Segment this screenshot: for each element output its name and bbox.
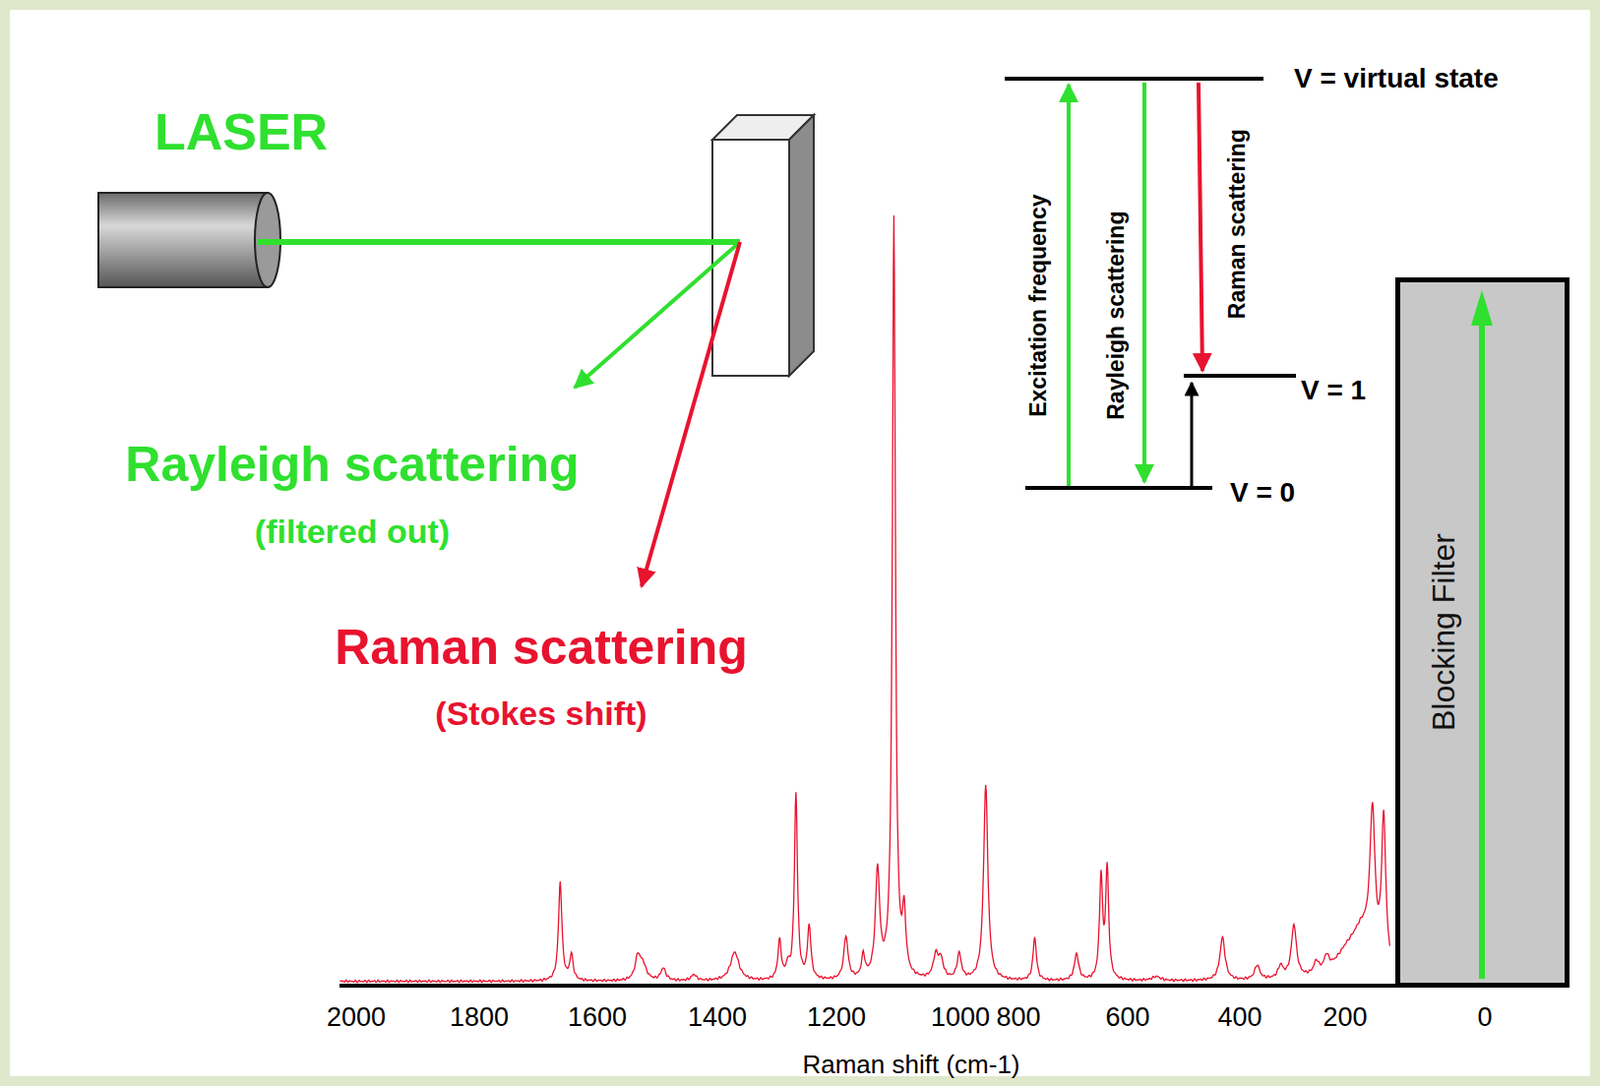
energy-diagram [1004, 78, 1296, 489]
scatter-note: (filtered out) [254, 513, 450, 551]
laser-line-arrow [1400, 282, 1565, 984]
filter-label: Blocking Filter [1425, 534, 1461, 733]
x-axis [339, 984, 1398, 988]
scatter-title: Raman scattering [334, 620, 748, 676]
arrow-label: Raman scattering [1225, 128, 1250, 319]
laser-symbol [98, 192, 281, 288]
tick-label: 400 [1217, 1003, 1262, 1034]
raman-beam [641, 242, 740, 587]
raman-spectrum [339, 215, 1390, 984]
arrow-label: Excitation frequency [1026, 194, 1051, 418]
tick-label: 1600 [567, 1003, 627, 1034]
tick-label: 1400 [687, 1003, 747, 1034]
sample-block [712, 115, 814, 376]
level-label: V = 0 [1230, 478, 1295, 509]
tick-label: 1800 [449, 1003, 509, 1034]
tick-label: 1000 [930, 1003, 990, 1034]
laser-beam [257, 239, 740, 246]
axis-title: Raman shift (cm-1) [801, 1050, 1020, 1080]
tick-label: 600 [1105, 1003, 1150, 1034]
level-label: V = 1 [1300, 375, 1366, 407]
filter-box: Blocking Filter [1395, 277, 1570, 988]
level-label: V = virtual state [1293, 63, 1499, 95]
tick-label: 800 [995, 1003, 1041, 1034]
arrow-label: Rayleigh scattering [1104, 211, 1129, 421]
tick-label: 200 [1322, 1003, 1367, 1034]
tick-label: 0 [1476, 1003, 1492, 1034]
rayleigh-beam [574, 242, 740, 388]
scatter-title: Rayleigh scattering [124, 437, 579, 493]
scatter-note: (Stokes shift) [434, 695, 647, 733]
tick-label: 2000 [326, 1003, 386, 1034]
laser-label: LASER [154, 104, 328, 161]
tick-label: 1200 [806, 1003, 866, 1034]
